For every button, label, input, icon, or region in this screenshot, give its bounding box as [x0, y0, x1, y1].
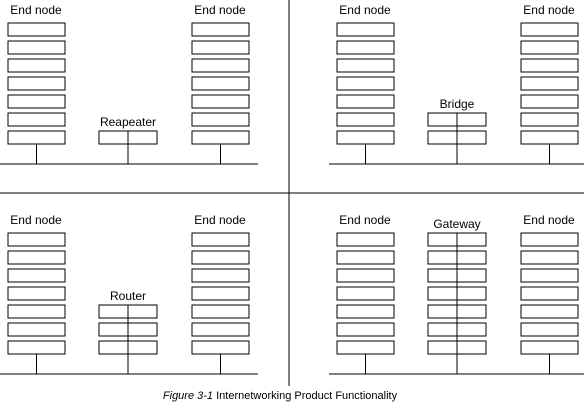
left-end-node-label: End node [339, 213, 391, 227]
right-end-node-layer-box [191, 22, 250, 37]
device-label: Gateway [433, 217, 480, 231]
right-end-node-layer-box [520, 112, 579, 127]
right-end-node-layer-box [520, 232, 579, 247]
right-end-node-layer-box [520, 58, 579, 73]
left-end-node-layer-box [336, 268, 395, 283]
right-end-node-layer-box [520, 40, 579, 55]
left-end-node-layer-box [7, 250, 66, 265]
device-label: Router [110, 289, 146, 303]
right-end-node-layer-box [191, 250, 250, 265]
left-end-node-layer-box [336, 322, 395, 337]
figure-caption: Figure 3-1 Internetworking Product Funct… [0, 390, 560, 402]
left-end-node-layer-box [7, 130, 66, 145]
right-end-node-layer-box [520, 322, 579, 337]
right-end-node-layer-box [191, 76, 250, 91]
right-end-node-layer-box [191, 58, 250, 73]
right-end-node-layer-box [520, 304, 579, 319]
device-label: Bridge [440, 97, 475, 111]
left-end-node-layer-box [336, 112, 395, 127]
left-end-node-layer-box [336, 94, 395, 109]
right-end-node-layer-box [520, 340, 579, 355]
left-end-node-layer-box [336, 130, 395, 145]
left-end-node-layer-box [7, 40, 66, 55]
left-end-node-layer-box [336, 286, 395, 301]
right-end-node-layer-box [191, 232, 250, 247]
device-label: Reapeater [100, 115, 156, 129]
left-end-node-layer-box [7, 322, 66, 337]
right-end-node-layer-box [191, 112, 250, 127]
left-end-node-layer-box [7, 304, 66, 319]
left-end-node-layer-box [336, 304, 395, 319]
right-end-node-label: End node [194, 3, 246, 17]
left-end-node-layer-box [336, 40, 395, 55]
right-end-node-layer-box [520, 76, 579, 91]
left-end-node-layer-box [336, 58, 395, 73]
left-end-node-layer-box [7, 94, 66, 109]
right-end-node-layer-box [191, 340, 250, 355]
left-end-node-layer-box [7, 232, 66, 247]
right-end-node-layer-box [191, 94, 250, 109]
left-end-node-layer-box [336, 340, 395, 355]
right-end-node-label: End node [523, 213, 575, 227]
left-end-node-layer-box [7, 340, 66, 355]
left-end-node-label: End node [10, 3, 62, 17]
right-end-node-layer-box [520, 94, 579, 109]
right-end-node-layer-box [520, 268, 579, 283]
right-end-node-layer-box [191, 304, 250, 319]
right-end-node-layer-box [191, 40, 250, 55]
right-end-node-layer-box [520, 250, 579, 265]
right-end-node-layer-box [191, 322, 250, 337]
right-end-node-layer-box [191, 268, 250, 283]
left-end-node-layer-box [7, 112, 66, 127]
left-end-node-layer-box [336, 250, 395, 265]
right-end-node-layer-box [520, 286, 579, 301]
right-end-node-label: End node [523, 3, 575, 17]
left-end-node-label: End node [339, 3, 391, 17]
panel-bottom-right: End node End node Gateway [329, 213, 584, 375]
left-end-node-label: End node [10, 213, 62, 227]
right-end-node-layer-box [191, 286, 250, 301]
caption-figure-number: Figure 3-1 [162, 390, 214, 402]
caption-title: Internetworking Product Functionality [216, 390, 398, 402]
left-end-node-layer-box [7, 286, 66, 301]
left-end-node-layer-box [7, 268, 66, 283]
left-end-node-layer-box [7, 22, 66, 37]
right-end-node-label: End node [194, 213, 246, 227]
right-end-node-layer-box [520, 130, 579, 145]
right-end-node-layer-box [191, 130, 250, 145]
left-end-node-layer-box [336, 22, 395, 37]
left-end-node-layer-box [336, 232, 395, 247]
left-end-node-layer-box [7, 76, 66, 91]
left-end-node-layer-box [336, 76, 395, 91]
left-end-node-layer-box [7, 58, 66, 73]
right-end-node-layer-box [520, 22, 579, 37]
